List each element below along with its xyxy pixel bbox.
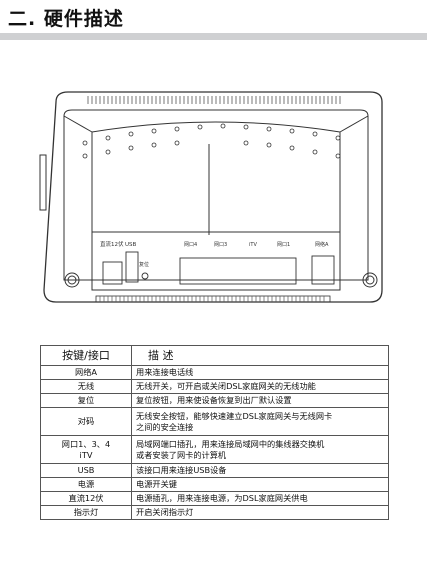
table-row: 网口1、3、4 iTV 局域网端口插孔，用来连接局域网中的集线器交换机 或者安装…	[40, 435, 389, 464]
header-description: 描 述	[131, 345, 389, 366]
usb-port	[125, 251, 139, 283]
lan-port-label-1: 网口4	[184, 242, 197, 248]
title-underline-bar	[0, 33, 427, 40]
row-key: 电源	[40, 477, 132, 492]
row-key-line: 网口1、3、4	[61, 438, 111, 449]
router-outer-shell	[43, 91, 383, 303]
indicator-light-dots	[82, 123, 341, 159]
table-row: 无线 无线开关，可开启或关闭DSL家庭网关的无线功能	[40, 379, 389, 394]
lan-port-label-2: 网口3	[214, 242, 227, 248]
table-row: 网络A 用来连接电话线	[40, 365, 389, 380]
row-description: 局域网端口插孔，用来连接局域网中的集线器交换机 或者安装了网卡的计算机	[131, 435, 389, 464]
row-key: 直流12伏	[40, 491, 132, 506]
row-key: 对码	[40, 407, 132, 436]
itv-port-label: iTV	[249, 242, 257, 248]
router-back-panel-diagram: 直流12伏 USB 复位 网口4 网口3 iTV 网口1 网络A	[39, 91, 383, 303]
row-description: 开启关闭指示灯	[131, 505, 389, 520]
port-panel	[91, 231, 341, 291]
table-header-row: 按键/接口 描 述	[40, 345, 389, 366]
row-key: 无线	[40, 379, 132, 394]
row-key-line: iTV	[79, 449, 93, 460]
row-description: 该接口用来连接USB设备	[131, 463, 389, 478]
wan-port-label: 网络A	[315, 241, 329, 248]
row-description: 无线安全按钮，能够快速建立DSL家庭网关与无线网卡 之间的安全连接	[131, 407, 389, 436]
button-interface-table: 按键/接口 描 述 网络A 用来连接电话线 无线 无线开关，可开启或关闭DSL家…	[40, 345, 389, 520]
lan-port-label-3: 网口1	[277, 242, 290, 248]
header-key: 按键/接口	[40, 345, 132, 366]
row-description: 用来连接电话线	[131, 365, 389, 380]
reset-button	[141, 272, 149, 280]
row-description-line: 之间的安全连接	[136, 421, 194, 432]
power-jack	[102, 261, 123, 285]
side-clip	[39, 154, 47, 211]
table-row: 直流12伏 电源插孔，用来连接电源，为DSL家庭网关供电	[40, 491, 389, 506]
power-jack-label: 直流12伏	[100, 240, 124, 248]
table-row: 电源 电源开关键	[40, 477, 389, 492]
table-row: 指示灯 开启关闭指示灯	[40, 505, 389, 520]
table-row: 复位 复位按钮，用来使设备恢复到出厂默认设置	[40, 393, 389, 408]
table-row: USB 该接口用来连接USB设备	[40, 463, 389, 478]
row-description: 电源开关键	[131, 477, 389, 492]
row-description-line: 或者安装了网卡的计算机	[136, 449, 227, 460]
bottom-vent-strip	[95, 295, 331, 303]
reset-button-label: 复位	[139, 261, 149, 268]
row-description-line: 局域网端口插孔，用来连接局域网中的集线器交换机	[136, 438, 325, 449]
row-key: 网口1、3、4 iTV	[40, 435, 132, 464]
page-title: 二. 硬件描述	[8, 8, 124, 30]
row-description: 无线开关，可开启或关闭DSL家庭网关的无线功能	[131, 379, 389, 394]
row-key: USB	[40, 463, 132, 478]
row-description-line: 无线安全按钮，能够快速建立DSL家庭网关与无线网卡	[136, 410, 333, 421]
top-vent-slots	[87, 96, 341, 104]
row-key: 复位	[40, 393, 132, 408]
row-description: 复位按钮，用来使设备恢复到出厂默认设置	[131, 393, 389, 408]
row-key: 指示灯	[40, 505, 132, 520]
table-row: 对码 无线安全按钮，能够快速建立DSL家庭网关与无线网卡 之间的安全连接	[40, 407, 389, 436]
row-description: 电源插孔，用来连接电源，为DSL家庭网关供电	[131, 491, 389, 506]
usb-port-label: USB	[125, 242, 137, 248]
lan-ports-block	[179, 257, 297, 285]
router-inner-shell	[63, 109, 369, 281]
wan-port	[311, 255, 335, 285]
row-key: 网络A	[40, 365, 132, 380]
corner-screws	[64, 272, 378, 288]
